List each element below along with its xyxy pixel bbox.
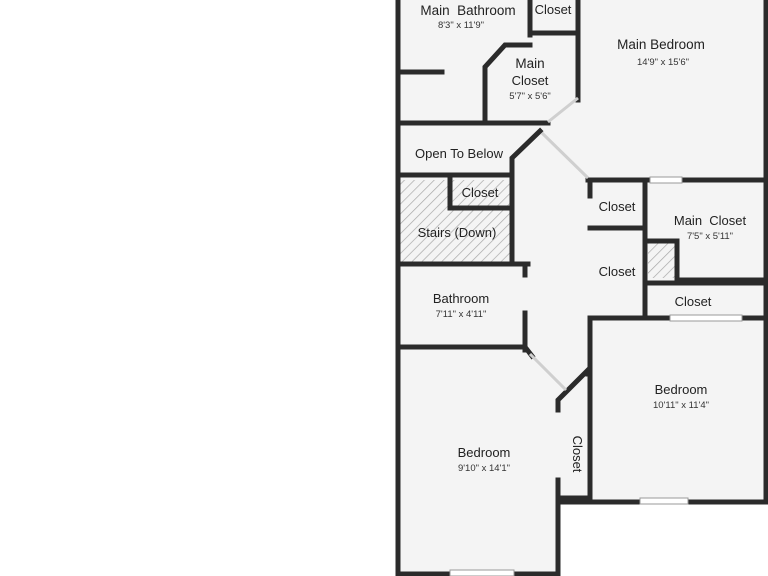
label-stairs: Stairs (Down) (418, 225, 497, 240)
label-closet-vertical: Closet (570, 436, 585, 473)
window-bedroom-right (639, 497, 689, 505)
hall-window-diagonal-bottom (528, 352, 568, 392)
label-bathroom: Bathroom (433, 291, 489, 306)
dims-main-bedroom: 14'9" x 15'6" (637, 57, 689, 68)
dims-main-closet-right: 7'5" x 5'11" (687, 231, 733, 242)
exterior-walls (395, 0, 768, 576)
chimney-hatch (648, 243, 676, 278)
windows (449, 96, 743, 576)
label-main-bedroom: Main Bedroom (617, 37, 705, 52)
label-closet-hall-upper: Closet (599, 199, 636, 214)
label-main-closet-right: Main Closet (674, 213, 747, 228)
label-closet-hall-lower: Closet (599, 264, 636, 279)
label-closet-by-stairs: Closet (462, 185, 499, 200)
label-closet-right: Closet (675, 294, 712, 309)
label-closet-top: Closet (535, 2, 572, 17)
interior-walls (395, 0, 768, 503)
dims-bedroom-left: 9'10" x 14'1" (458, 463, 510, 474)
room-labels: Main Bathroom 8'3" x 11'9" Closet Main B… (415, 2, 746, 474)
dims-main-bathroom: 8'3" x 11'9" (438, 20, 484, 31)
label-open-to-below: Open To Below (415, 146, 504, 161)
label-main-closet-upper-2: Closet (512, 73, 549, 88)
door-opening-main-bedroom (547, 96, 579, 124)
stairs-hatch (400, 180, 512, 264)
window-closet-right (669, 314, 743, 322)
window-bedroom-left (449, 569, 515, 576)
dims-bedroom-right: 10'11" x 11'4" (653, 400, 709, 411)
label-main-bathroom: Main Bathroom (420, 3, 515, 18)
hall-window-diagonal-top (540, 131, 590, 180)
label-bedroom-left: Bedroom (458, 445, 511, 460)
dims-main-closet-upper: 5'7" x 5'6" (509, 91, 551, 102)
floor-area (398, 0, 768, 574)
window-main-closet (649, 176, 683, 184)
label-main-closet-upper-1: Main (515, 56, 544, 71)
label-bedroom-right: Bedroom (655, 382, 708, 397)
dims-bathroom: 7'11" x 4'11" (436, 309, 487, 320)
